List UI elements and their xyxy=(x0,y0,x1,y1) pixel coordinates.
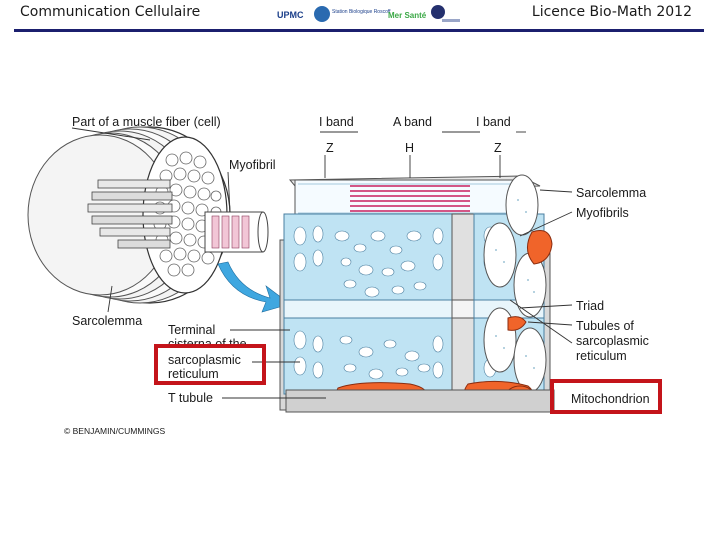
label-terminal: Terminal xyxy=(168,323,216,337)
label-sarcolemma-left: Sarcolemma xyxy=(72,314,143,328)
label-h-zone: H xyxy=(405,141,415,155)
sarcomere-block xyxy=(279,174,555,413)
label-a-band: A band xyxy=(393,115,432,129)
zoom-arrow xyxy=(217,261,291,313)
label-part-of-muscle-fiber: Part of a muscle fiber (cell) xyxy=(72,115,221,129)
label-sarcoplasmic: sarcoplasmic xyxy=(168,353,241,367)
label-sarcoplasmic-right: sarcoplasmic xyxy=(576,334,649,348)
label-mitochondrion: Mitochondrion xyxy=(571,392,650,406)
roscoff-logo-text: Station Biologique Roscoff xyxy=(332,9,391,15)
upmc-logo: UPMC xyxy=(276,7,308,21)
label-myofibrils: Myofibrils xyxy=(576,206,629,220)
myofibril-extract xyxy=(204,211,269,253)
logo-strip: UPMC Station Biologique Roscoff Mer Sant… xyxy=(276,5,460,22)
label-i-band-left: I band xyxy=(319,115,354,129)
label-z-right: Z xyxy=(494,141,502,155)
label-copyright: © BENJAMIN/CUMMINGS xyxy=(64,426,166,436)
muscle-fiber-cross-section xyxy=(27,126,291,313)
upmc-logo-text: UPMC xyxy=(277,10,304,20)
mer-sante-logo-text: Mer Santé xyxy=(388,11,427,20)
slide-title-right: Licence Bio-Math 2012 xyxy=(531,4,692,20)
highlight-box-mitochondrion xyxy=(550,379,662,414)
roscoff-logo: Station Biologique Roscoff xyxy=(314,6,391,22)
myofibril-ends xyxy=(483,174,547,393)
label-reticulum-right: reticulum xyxy=(576,349,627,363)
label-reticulum: reticulum xyxy=(168,367,219,381)
header-rule xyxy=(14,29,704,32)
thick-filaments xyxy=(350,185,470,212)
partner-logo xyxy=(431,5,460,22)
label-triad: Triad xyxy=(576,299,605,313)
label-z-left: Z xyxy=(326,141,334,155)
label-t-tubule: T tubule xyxy=(168,391,213,405)
highlight-box-sarcoplasmic-reticulum xyxy=(154,344,266,385)
label-leaders xyxy=(71,127,573,399)
slide-title-left: Communication Cellulaire xyxy=(20,4,201,20)
mer-sante-logo: Mer Santé xyxy=(388,11,427,20)
label-myofibril: Myofibril xyxy=(229,158,276,172)
label-i-band-right: I band xyxy=(476,115,511,129)
label-tubules-of: Tubules of xyxy=(576,319,634,333)
label-sarcolemma-right: Sarcolemma xyxy=(576,186,647,200)
